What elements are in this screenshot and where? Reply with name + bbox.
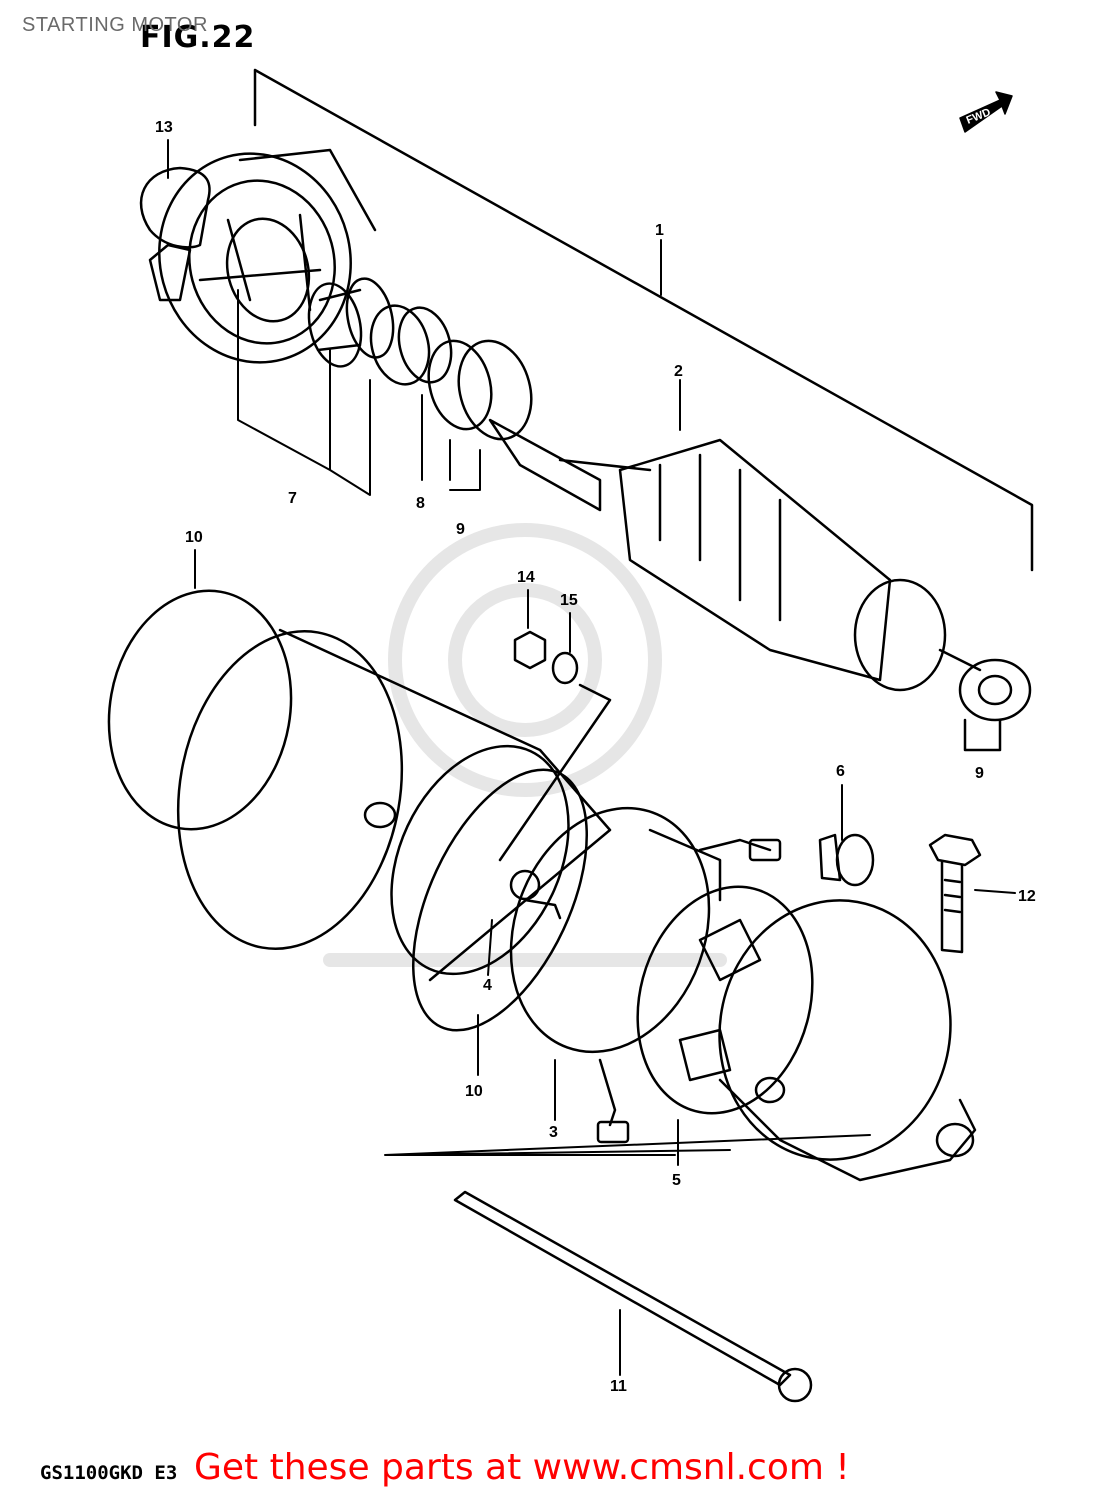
brush-holder-3 — [509, 806, 782, 1144]
seal-8 — [369, 304, 453, 386]
callout-3: 3 — [549, 1124, 558, 1141]
armature-2 — [488, 418, 1032, 722]
bolt-12 — [928, 833, 982, 954]
callout-12: 12 — [1018, 888, 1036, 905]
callout-13: 13 — [155, 119, 173, 136]
callout-10b: 10 — [465, 1083, 483, 1100]
o-ring-13 — [139, 166, 211, 249]
brush-plate-5 — [636, 885, 814, 1115]
terminal-4 — [509, 869, 562, 920]
model-code: GS1100GKD E3 — [40, 1462, 178, 1484]
callout-1: 1 — [655, 222, 664, 239]
washers-9 — [427, 339, 533, 441]
yoke-housing — [176, 628, 612, 982]
callout-9b: 9 — [975, 765, 984, 782]
leader-14-15 — [498, 683, 612, 862]
o-ring-10-upper — [107, 589, 293, 831]
rear-cover — [718, 899, 977, 1182]
callout-14: 14 — [517, 569, 535, 586]
bracket-9-right — [963, 718, 1002, 752]
callout-6: 6 — [836, 763, 845, 780]
fwd-arrow-icon: FWD — [959, 91, 1013, 133]
leader-lines — [167, 139, 1016, 1376]
callout-7: 7 — [288, 490, 297, 507]
watermark-logo — [323, 523, 727, 967]
through-bolt-11 — [453, 1190, 813, 1403]
fwd-badge-text: FWD — [965, 106, 993, 127]
end-housing — [148, 148, 377, 364]
bearing-7 — [307, 277, 395, 368]
nut-14 — [513, 630, 547, 670]
callout-9a: 9 — [456, 521, 465, 538]
callout-10a: 10 — [185, 529, 203, 546]
callout-8: 8 — [416, 495, 425, 512]
page-title: STARTING MOTOR — [22, 14, 208, 36]
figure-number: FIG.22 — [140, 20, 256, 55]
callout-2: 2 — [674, 363, 683, 380]
assembly-bracket-1 — [253, 68, 1034, 572]
callout-4: 4 — [483, 977, 492, 994]
callout-11: 11 — [610, 1378, 627, 1395]
promo-link[interactable]: Get these parts at www.cmsnl.com ! — [194, 1447, 850, 1488]
bearing-6 — [818, 833, 875, 887]
callout-5: 5 — [672, 1172, 681, 1189]
washer-15 — [551, 651, 579, 685]
callout-15: 15 — [560, 592, 578, 609]
